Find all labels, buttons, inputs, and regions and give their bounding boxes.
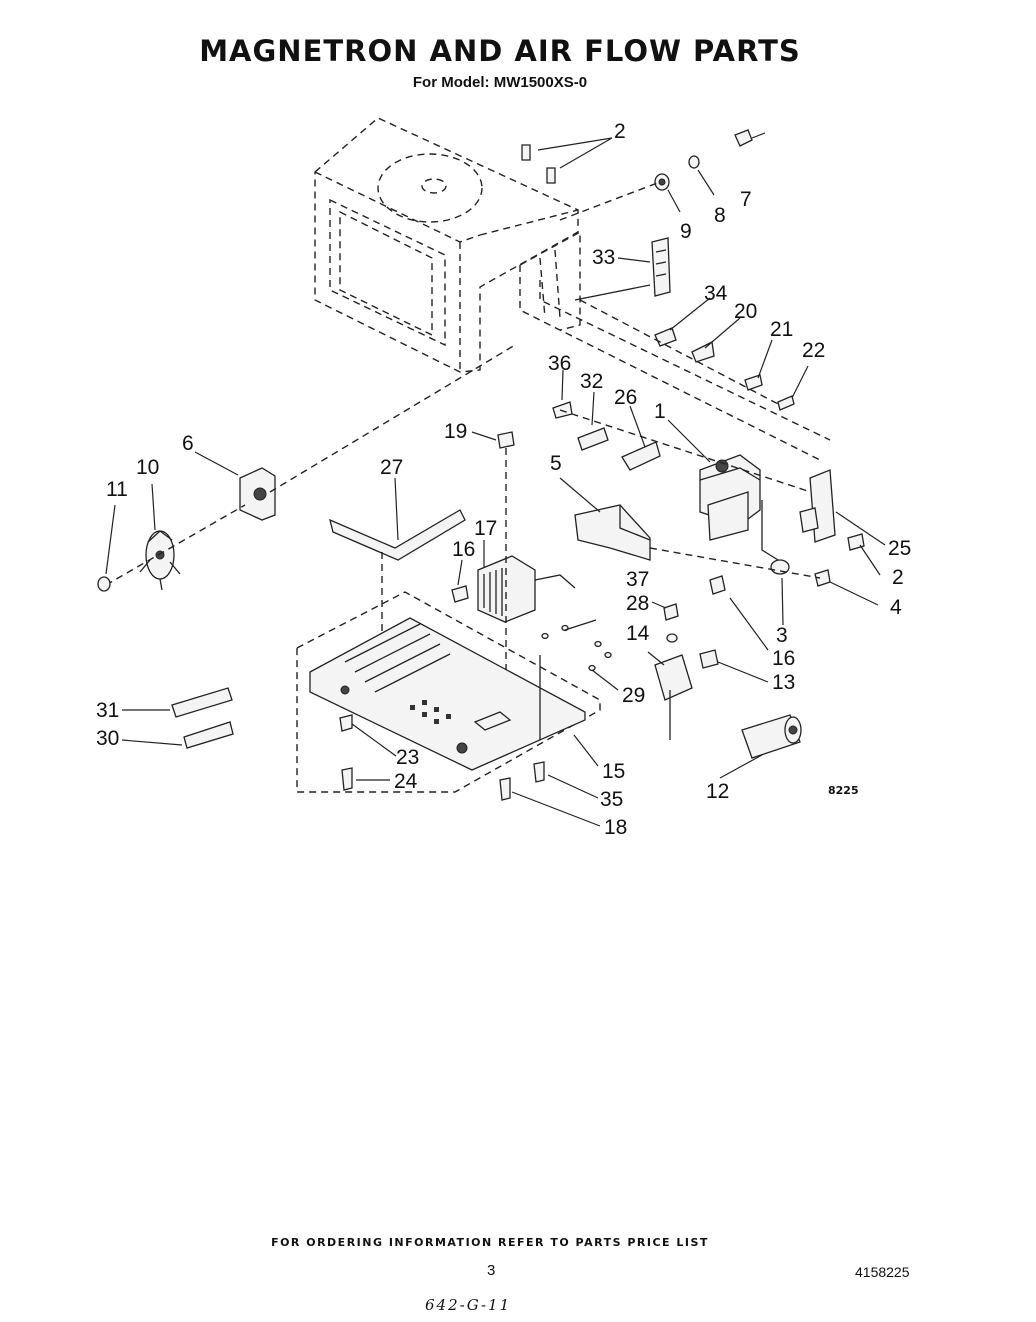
fan-blade: [105, 504, 246, 591]
callout-19: 19: [444, 420, 467, 443]
callout-11: 11: [106, 478, 128, 501]
callout-13: 13: [772, 671, 795, 694]
callout-labels: 2 7 8 9 33 34 20 21 22 36 32 26 1 19 6 1…: [96, 120, 911, 839]
capacitor-assembly: [539, 603, 802, 759]
screw-16-left: [451, 585, 469, 603]
callout-22: 22: [802, 339, 825, 362]
callout-9: 9: [680, 220, 692, 243]
thermal-cutout: [649, 500, 831, 595]
top-screws: [521, 129, 753, 221]
callout-31: 31: [96, 699, 119, 722]
callout-20: 20: [734, 300, 757, 323]
fan-nut: [97, 576, 111, 592]
callout-12: 12: [706, 780, 729, 803]
callout-32: 32: [580, 370, 603, 393]
callout-21: 21: [770, 318, 793, 341]
callout-6: 6: [182, 432, 194, 455]
model-subtitle: For Model: MW1500XS-0: [412, 74, 588, 91]
callout-28: 28: [626, 592, 649, 615]
magnetron-bracket: [552, 401, 821, 496]
leader-lines: [105, 132, 886, 827]
switch-bracket-parts: [579, 299, 795, 411]
callout-26: 26: [614, 386, 637, 409]
callout-27: 27: [380, 456, 403, 479]
callout-33: 33: [592, 246, 615, 269]
transformer: [477, 431, 576, 745]
callout-15: 15: [602, 760, 625, 783]
callout-10: 10: [136, 456, 159, 479]
document-number: 4158225: [855, 1264, 910, 1280]
page-number: 3: [487, 1262, 496, 1279]
callout-2b: 2: [892, 566, 904, 589]
handwritten-note: 642-G-11: [425, 1296, 512, 1314]
air-guide: [574, 504, 651, 561]
part-33-block: [574, 237, 671, 301]
oven-cavity-outline: [314, 117, 831, 461]
callout-25: 25: [888, 537, 911, 560]
fan-motor-bracket: [239, 344, 516, 521]
callout-7: 7: [740, 188, 752, 211]
callout-5: 5: [550, 452, 562, 475]
callout-4: 4: [890, 596, 902, 619]
callout-18: 18: [604, 816, 627, 839]
callout-2a: 2: [614, 120, 626, 143]
callout-1: 1: [654, 400, 666, 423]
callout-17: 17: [474, 517, 497, 540]
callout-14: 14: [626, 622, 650, 645]
callout-30: 30: [96, 727, 119, 750]
ordering-footer: FOR ORDERING INFORMATION REFER TO PARTS …: [271, 1236, 709, 1249]
callout-29: 29: [622, 684, 645, 707]
callout-36: 36: [548, 352, 571, 375]
callout-24: 24: [394, 770, 418, 793]
callout-23: 23: [396, 746, 419, 769]
callout-35: 35: [600, 788, 623, 811]
spacer-blocks: [171, 687, 234, 749]
diagram-code: 8225: [828, 784, 859, 797]
callout-37: 37: [626, 568, 649, 591]
callout-16a: 16: [452, 538, 475, 561]
callout-3: 3: [776, 624, 788, 647]
base-screws: [339, 714, 545, 801]
callout-34: 34: [704, 282, 728, 305]
callout-8: 8: [714, 204, 726, 227]
callout-16b: 16: [772, 647, 795, 670]
base-plate: [296, 591, 601, 793]
page-title: MAGNETRON AND AIR FLOW PARTS: [199, 34, 801, 68]
thermal-bracket-25: [799, 469, 865, 551]
magnetron: [699, 454, 761, 541]
